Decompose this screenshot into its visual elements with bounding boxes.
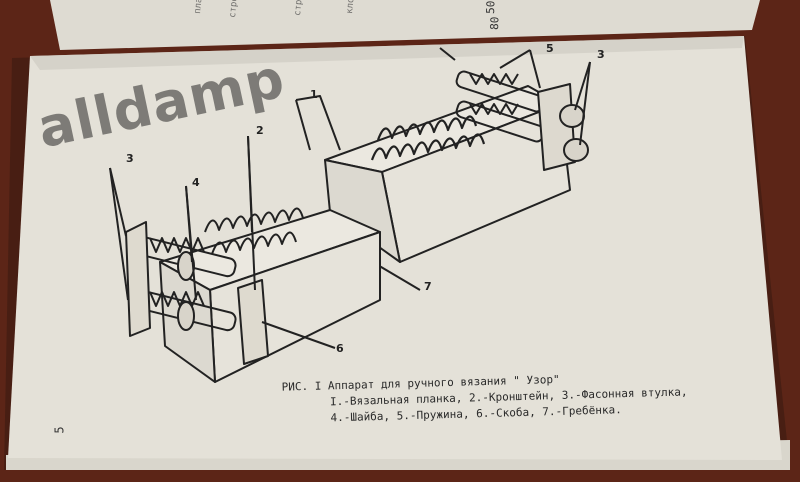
callout-7: 7 bbox=[424, 280, 432, 293]
callout-3-left: 3 bbox=[126, 152, 134, 165]
callout-6: 6 bbox=[336, 342, 344, 355]
callout-1: 1 bbox=[310, 88, 318, 101]
callout-5: 5 bbox=[546, 42, 554, 55]
svg-text:планок: планок bbox=[193, 0, 206, 14]
callout-2: 2 bbox=[256, 124, 264, 137]
page-number: 5 bbox=[52, 426, 67, 434]
callout-4: 4 bbox=[192, 176, 200, 189]
svg-text:клом: клом bbox=[345, 0, 357, 14]
callout-3-right: 3 bbox=[597, 48, 605, 61]
top-number-1: 50 bbox=[484, 0, 497, 14]
svg-text:строго: строго bbox=[228, 0, 241, 18]
top-number-2: 80 bbox=[488, 16, 501, 30]
svg-text:строгой: строгой bbox=[293, 0, 306, 16]
previous-page bbox=[50, 0, 760, 50]
